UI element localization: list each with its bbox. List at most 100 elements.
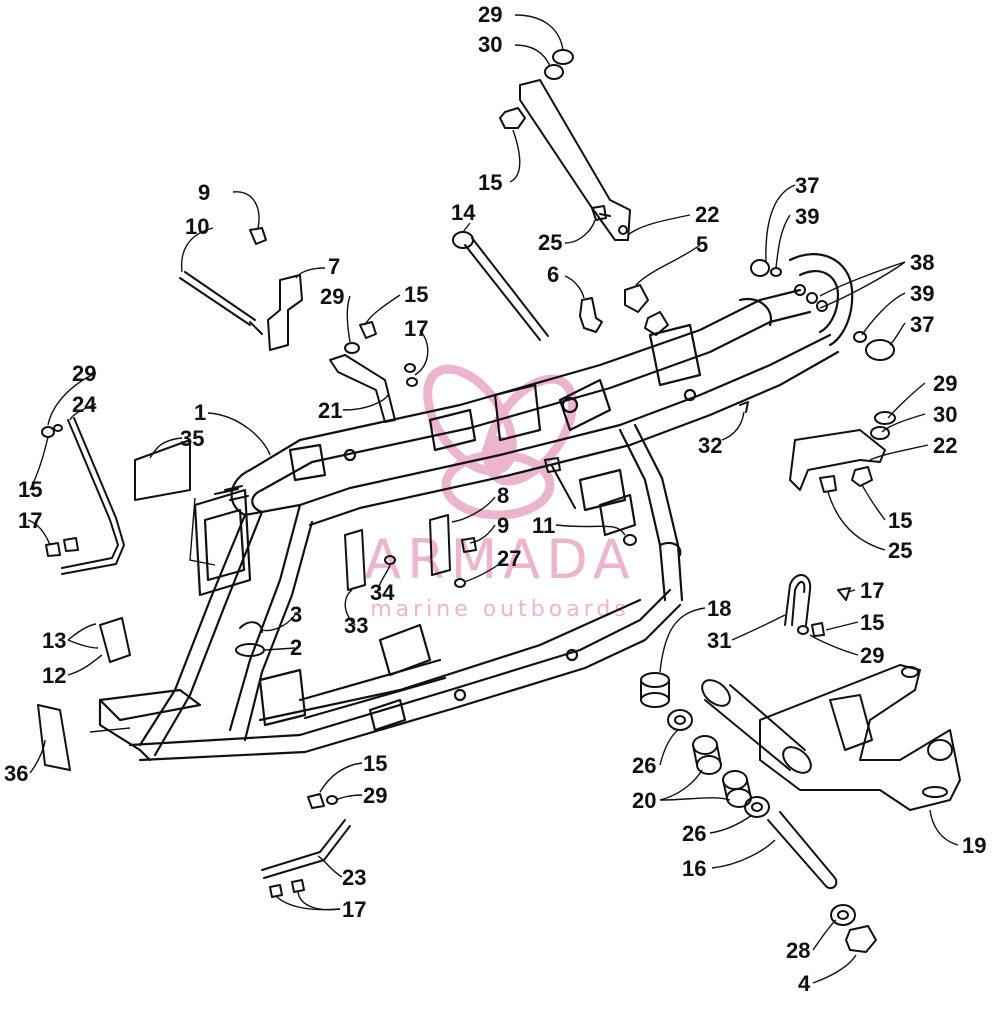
callout-33: 33: [344, 613, 368, 638]
callout-22: 22: [933, 433, 957, 458]
callout-5: 5: [696, 232, 708, 257]
callout-15: 15: [860, 610, 884, 635]
part-plate-33: [344, 529, 366, 591]
callout-34: 34: [370, 580, 395, 605]
callout-17: 17: [18, 508, 42, 533]
part-bracket-22-right: [789, 429, 886, 491]
callout-15: 15: [478, 170, 502, 195]
callout-20: 20: [632, 788, 656, 813]
callout-19: 19: [962, 833, 986, 858]
part-shaft-16: [767, 811, 838, 889]
watermark-title: ARMADA: [364, 528, 636, 591]
part-cap-37-left: [750, 259, 770, 277]
callout-15: 15: [404, 282, 428, 307]
part-clip-3: [239, 621, 263, 633]
part-bolt-9-top: [249, 227, 267, 245]
part-cap-37-right: [865, 339, 895, 361]
part-plate-36: [37, 704, 71, 771]
callout-30: 30: [933, 402, 957, 427]
part-long-bolt-10: [179, 271, 263, 335]
watermark-subtitle: marine outboards: [370, 597, 630, 622]
callout-27: 27: [497, 546, 521, 571]
callout-17: 17: [342, 897, 366, 922]
part-washer-29-top: [552, 49, 574, 65]
callout-26: 26: [682, 821, 706, 846]
callout-36: 36: [4, 761, 28, 786]
part-bracket-7: [267, 274, 303, 351]
callout-labels: 29 30 15 14 25 22 9 10 7 29 15 17 6 5 37…: [4, 2, 986, 996]
callout-29: 29: [363, 783, 387, 808]
part-nut-30-top: [544, 64, 564, 80]
callout-1: 1: [194, 400, 206, 425]
part-decal-35: [134, 439, 191, 501]
callout-15: 15: [888, 508, 912, 533]
callout-37: 37: [910, 312, 934, 337]
leader-lines: [27, 14, 959, 984]
callout-16: 16: [682, 856, 706, 881]
callout-12: 12: [42, 663, 66, 688]
callout-17: 17: [404, 316, 428, 341]
part-bracket-12: [99, 617, 131, 663]
part-washer-28: [830, 904, 856, 926]
callout-3: 3: [290, 602, 302, 627]
callout-10: 10: [185, 214, 209, 239]
part-nut-4: [845, 925, 877, 953]
callout-38: 38: [910, 250, 934, 275]
part-clip-6: [579, 297, 603, 333]
callout-29: 29: [72, 361, 96, 386]
callout-11: 11: [532, 513, 555, 538]
parts: [37, 49, 961, 953]
callout-29: 29: [933, 371, 957, 396]
callout-32: 32: [698, 433, 722, 458]
callout-29: 29: [320, 284, 344, 309]
part-bracket-21: [329, 354, 396, 423]
callout-25: 25: [888, 538, 912, 563]
callout-9: 9: [198, 180, 210, 205]
callout-15: 15: [363, 751, 387, 776]
part-block-5: [624, 284, 649, 313]
callout-9: 9: [497, 513, 509, 538]
callout-22: 22: [695, 202, 719, 227]
part-swing-arm-19: [759, 664, 961, 811]
callout-4: 4: [798, 971, 811, 996]
callout-25: 25: [538, 230, 562, 255]
callout-21: 21: [318, 398, 342, 423]
part-long-bolt-14: [452, 231, 549, 341]
callout-2: 2: [290, 635, 302, 660]
callout-17: 17: [860, 578, 884, 603]
part-bushing-20: [692, 735, 752, 808]
callout-7: 7: [328, 254, 340, 279]
part-washer-26-bottom: [744, 796, 770, 818]
callout-39: 39: [795, 204, 819, 229]
part-washer-26-top: [667, 709, 693, 731]
callout-30: 30: [478, 32, 502, 57]
part-bushing-18: [640, 672, 670, 708]
callout-29: 29: [860, 643, 884, 668]
watermark: ARMADA marine outboards: [364, 364, 636, 622]
main-frame: [98, 253, 854, 762]
part-rod-24: [61, 417, 125, 575]
callout-39: 39: [910, 281, 934, 306]
callout-23: 23: [342, 865, 366, 890]
callout-18: 18: [707, 596, 731, 621]
callout-15: 15: [18, 477, 42, 502]
part-rod-23: [261, 819, 351, 879]
callout-37: 37: [795, 173, 819, 198]
part-pivot-tube: [701, 679, 812, 774]
callout-26: 26: [632, 753, 656, 778]
part-nut-15-top: [499, 107, 526, 129]
part-hook-31: [784, 574, 812, 626]
part-bracket-22-top: [519, 79, 631, 241]
part-ring-2: [235, 643, 265, 657]
callout-28: 28: [786, 938, 810, 963]
callout-8: 8: [497, 483, 509, 508]
callout-14: 14: [451, 200, 476, 225]
part-plate-8: [429, 514, 451, 576]
part-bolt-25-top: [591, 205, 611, 221]
callout-13: 13: [42, 628, 66, 653]
callout-31: 31: [707, 628, 731, 653]
callout-24: 24: [72, 392, 97, 417]
callout-6: 6: [547, 262, 559, 287]
